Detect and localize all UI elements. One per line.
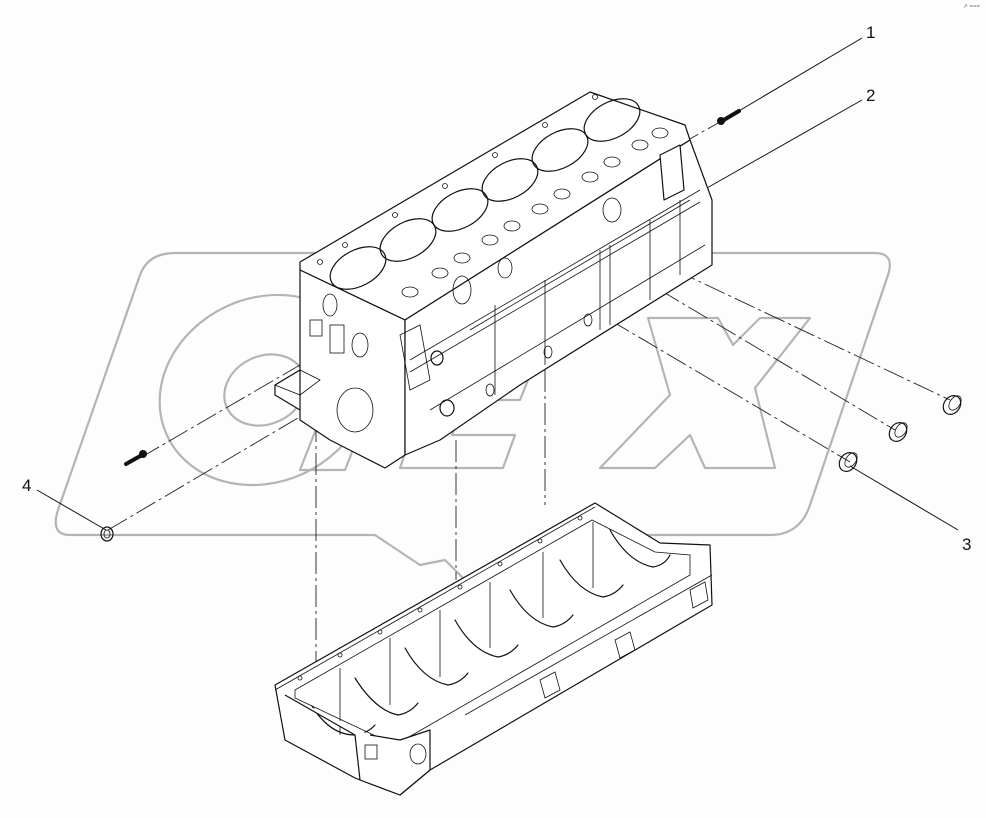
callout-1: 1 [866,23,875,42]
callout-2: 2 [866,86,875,105]
callouts: 1 2 3 4 [22,23,971,554]
cylinder-bores [329,98,641,290]
plug-ring-front[interactable] [100,526,114,542]
cylinder-block[interactable] [274,90,713,469]
assembly-lines [107,117,951,680]
callout-3: 3 [962,535,971,554]
callout-4: 4 [22,476,31,495]
corner-mark: ↗ === [962,4,980,10]
bolt-top[interactable] [717,109,741,125]
bolt-holes [317,94,669,298]
main-bearing-saddles [311,522,671,736]
bolt-front[interactable] [124,450,147,466]
leader-lines [36,37,959,531]
plug-rings-side[interactable] [836,392,965,475]
bedplate[interactable] [274,502,713,796]
